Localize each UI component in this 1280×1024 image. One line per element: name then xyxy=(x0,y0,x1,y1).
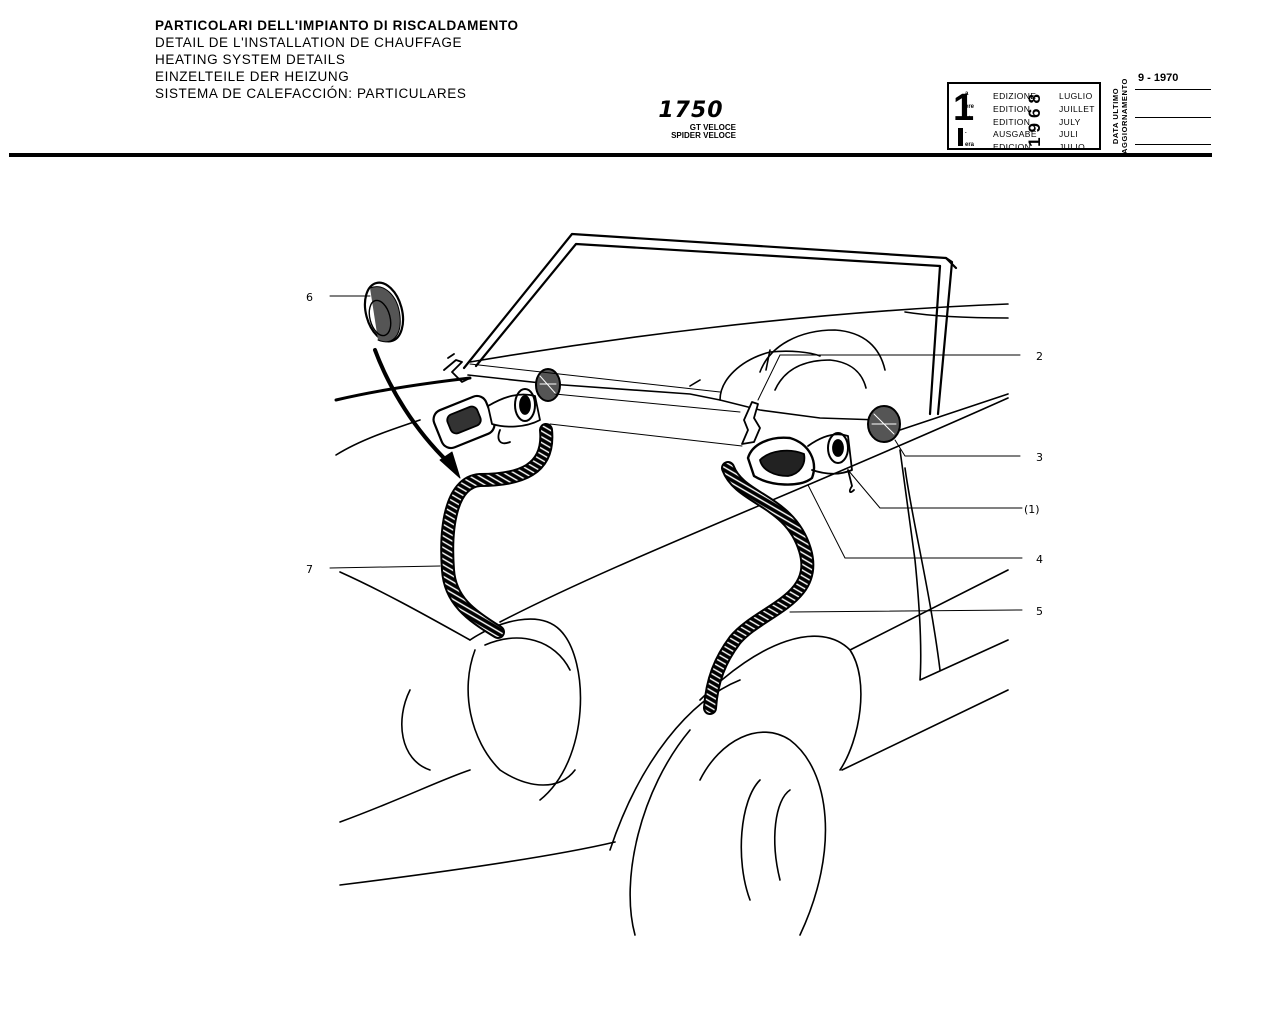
edition-number: 1 xyxy=(953,87,975,129)
edition-suffix: . xyxy=(965,129,967,135)
edition-month: JULI xyxy=(1059,129,1079,140)
edition-month: JULY xyxy=(1059,116,1081,127)
callout-2: 2 xyxy=(1036,350,1043,363)
callout-labels: 2 3 (1) 4 5 6 7 xyxy=(306,291,1043,618)
edition-suffix: a xyxy=(965,91,969,97)
edition-month: LUGLIO xyxy=(1059,91,1093,101)
callout-6: 6 xyxy=(306,291,313,304)
edition-bar xyxy=(958,128,963,146)
update-line xyxy=(1135,144,1211,145)
model-logo: 1750 GT VELOCE SPIDER VELOCE xyxy=(646,98,736,140)
edition-month: JULIO xyxy=(1059,142,1086,153)
left-heater-hose xyxy=(440,423,554,639)
callout-5: 5 xyxy=(1036,605,1043,618)
model-variants: GT VELOCE SPIDER VELOCE xyxy=(666,124,736,140)
dashboard xyxy=(467,303,1009,421)
edition-word: EDIZIONE xyxy=(993,91,1037,101)
callout-7: 7 xyxy=(306,563,313,576)
update-line xyxy=(1135,117,1211,118)
edition-word: AUSGABE xyxy=(993,129,1037,140)
title-german: EINZELTEILE DER HEIZUNG xyxy=(155,69,350,84)
right-heater-hose xyxy=(703,461,815,715)
left-defroster-assembly xyxy=(432,353,561,450)
assembly-arrow xyxy=(373,348,461,479)
title-english: HEATING SYSTEM DETAILS xyxy=(155,52,346,67)
edition-word: EDITION xyxy=(993,116,1031,127)
title-italian: PARTICOLARI DELL'IMPIANTO DI RISCALDAMEN… xyxy=(155,18,519,33)
header-rule xyxy=(9,153,1212,157)
car-body xyxy=(334,376,1009,936)
title-french: DETAIL DE L'INSTALLATION DE CHAUFFAGE xyxy=(155,35,463,50)
grommet-part-6 xyxy=(363,281,405,343)
callout-3: 3 xyxy=(1036,451,1043,464)
title-block: PARTICOLARI DELL'IMPIANTO DI RISCALDAMEN… xyxy=(155,17,519,102)
model-number: 1750 xyxy=(658,98,724,123)
edition-words: EDIZIONE EDITION EDITION AUSGABE EDICION xyxy=(993,90,1037,154)
edition-suffix: st xyxy=(965,116,971,122)
edition-box: 1 a ere st . era EDIZIONE EDITION EDITIO… xyxy=(947,82,1101,152)
edition-month: JUILLET xyxy=(1059,103,1095,114)
edition-suffix: era xyxy=(965,142,975,148)
leader-lines xyxy=(329,295,1023,613)
edition-word: EDITION xyxy=(993,103,1031,114)
edition-suffix: ere xyxy=(965,104,975,110)
windscreen xyxy=(462,232,958,416)
update-line xyxy=(1135,89,1211,90)
right-defroster-assembly xyxy=(741,401,901,493)
callout-4: 4 xyxy=(1036,553,1043,566)
update-date: 9 - 1970 xyxy=(1138,72,1179,84)
title-spanish: SISTEMA DE CALEFACCIÓN: PARTICULARES xyxy=(155,86,467,101)
model-variant-gt: GT VELOCE xyxy=(689,123,736,132)
edition-word: EDICION xyxy=(993,142,1032,153)
model-variant-spider: SPIDER VELOCE xyxy=(671,131,736,140)
edition-months: LUGLIO JUILLET JULY JULI JULIO xyxy=(1059,90,1095,154)
callout-1: (1) xyxy=(1024,503,1040,516)
